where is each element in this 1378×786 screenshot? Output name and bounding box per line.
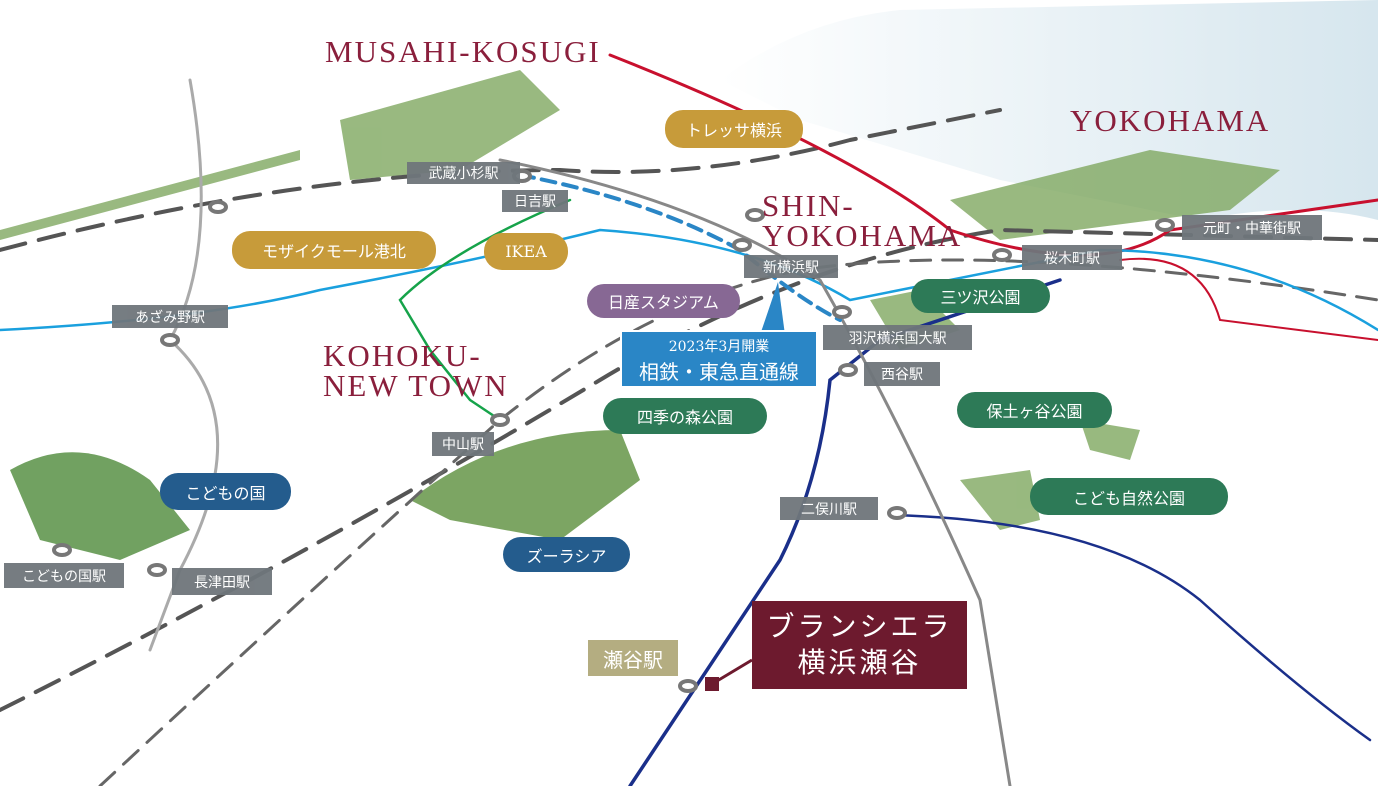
sotetsu-izumino: [888, 513, 1372, 742]
city-yokohama: YOKOHAMA: [1070, 103, 1271, 138]
place-ikea: IKEA: [484, 233, 568, 270]
green-line: [398, 198, 572, 422]
sotetsu-tokyu-through-line: [518, 173, 842, 322]
station-nakayama: 中山駅: [432, 432, 494, 456]
city-shin-yokohama-line2: YOKOHAMA: [762, 218, 963, 253]
property-name-line2: 横浜瀬谷: [797, 646, 922, 679]
yokohama-city-greenery: [950, 150, 1280, 240]
station-shinyokohama: 新横浜駅: [744, 255, 838, 278]
shikinomori-forest: [410, 430, 640, 540]
shinkansen: [498, 158, 1012, 786]
place-mosaic-mall: モザイクモール港北: [232, 231, 436, 269]
city-shin-yokohama-line1: SHIN-: [762, 188, 855, 223]
new-line-callout: 2023年3月開業 相鉄・東急直通線: [620, 330, 818, 388]
station-nishiya: 西谷駅: [864, 362, 940, 386]
station-motomachi: 元町・中華街駅: [1182, 215, 1322, 240]
station-hazawa: 羽沢横浜国大駅: [823, 325, 972, 350]
place-nissan-stadium: 日産スタジアム: [587, 284, 740, 318]
hodogaya-forest: [1080, 420, 1140, 460]
place-kodomonokuni: こどもの国: [160, 473, 291, 510]
callout-pointer: [760, 282, 785, 335]
tokaido-line: [0, 227, 1378, 712]
station-sakuragicho: 桜木町駅: [1022, 245, 1122, 270]
station-hiyoshi: 日吉駅: [502, 190, 568, 212]
callout-date: 2023年3月開業: [668, 339, 770, 355]
city-kohoku-line2: NEW TOWN: [323, 368, 509, 403]
station-seya: 瀬谷駅: [588, 640, 678, 676]
place-hodogaya-park: 保土ヶ谷公園: [957, 392, 1112, 428]
city-kohoku-line1: KOHOKU-: [323, 338, 482, 373]
kodomoshizen-forest: [960, 470, 1040, 530]
station-kodomonokuni: こどもの国駅: [4, 563, 124, 588]
callout-line-name: 相鉄・東急直通線: [639, 360, 799, 384]
property-label: ブランシエラ 横浜瀬谷: [752, 601, 967, 689]
red-line-south: [1119, 257, 1378, 341]
musashikosugi-greenery: [340, 70, 560, 180]
sotetsu-line: [628, 278, 1062, 786]
place-shikinomori-park: 四季の森公園: [603, 398, 767, 434]
station-nagatsuta: 長津田駅: [172, 568, 272, 595]
property-name-line1: ブランシエラ: [766, 610, 953, 643]
place-kodomo-shizen-park: こども自然公園: [1030, 478, 1228, 515]
greenbelt: [0, 150, 300, 240]
place-zoorasia: ズーラシア: [503, 537, 630, 572]
station-musashikosugi: 武蔵小杉駅: [407, 162, 520, 184]
place-tressa: トレッサ横浜: [665, 110, 803, 148]
kodomonokuni-forest: [10, 452, 190, 560]
place-mitsuzawa-park: 三ツ沢公園: [911, 279, 1050, 313]
blue-line: [0, 228, 1378, 332]
station-futamatagawa: 二俣川駅: [780, 497, 878, 520]
station-azamino: あざみ野駅: [112, 305, 228, 328]
city-musashi-kosugi: MUSAHI-KOSUGI: [325, 34, 601, 69]
